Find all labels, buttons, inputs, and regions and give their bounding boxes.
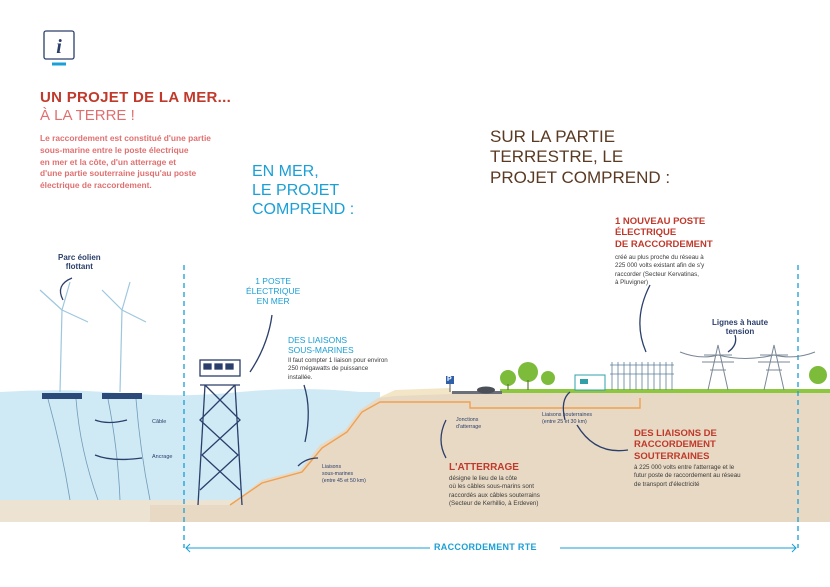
mer-heading-line: LE PROJET — [252, 181, 340, 199]
liaisons-sm-small-line: sous-marines — [322, 470, 354, 477]
liaisons-sm-title-line: SOUS-MARINES — [288, 345, 354, 356]
intro-text: Le raccordement est constitué d'une part… — [40, 133, 211, 192]
nouveau-poste-text-line: à Pluvigner) — [615, 279, 649, 287]
liaisons-sm-small-line: (entre 45 et 50 km) — [322, 477, 366, 484]
liaisons-sm-small: Liaisons sous-marines (entre 45 et 50 km… — [322, 464, 366, 484]
poste-mer-line: 1 POSTE — [255, 276, 292, 286]
ancrage-label: Ancrage — [152, 454, 173, 460]
mooring-lines — [47, 398, 151, 501]
lignes-line: Lignes à haute — [712, 318, 769, 327]
mer-heading-line: EN MER, — [252, 163, 319, 180]
liaisons-sm-text-line: installée. — [288, 373, 313, 381]
dashed-frame — [183, 265, 799, 548]
lignes-line: tension — [725, 327, 755, 337]
offshore-substation — [197, 359, 243, 506]
terre-heading-line: TERRESTRE, LE — [490, 147, 624, 167]
liaisons-sm-title: DES LIAISONS SOUS-MARINES — [288, 335, 354, 355]
atterrage-text-line: (Secteur de Kerhillio, à Erdeven) — [449, 500, 539, 508]
submarine-cable — [229, 398, 641, 506]
liaisons-sout-small-line: (entre 25 et 30 km) — [542, 418, 587, 425]
terre-heading-line: PROJET COMPREND : — [490, 167, 671, 187]
parc-label-line: Parc éolien — [58, 253, 101, 262]
atterrage-title: L'ATTERRAGE — [449, 462, 519, 473]
intro-text-line: Le raccordement est constitué d'une part… — [40, 133, 211, 143]
info-icon: i — [43, 30, 75, 66]
liaisons-sm-title-line: DES LIAISONS — [288, 335, 348, 345]
intro-text-line: en mer et la côte, d'un atterrage et — [40, 156, 177, 167]
liaisons-rac-text-line: à 225 000 volts entre l'atterrage et le — [634, 464, 735, 471]
liaisons-rac-title-line: RACCORDEMENT — [634, 439, 716, 451]
nouveau-poste-text-line: créé au plus proche du réseau à — [615, 254, 704, 261]
liaisons-rac-title-line: DES LIAISONS DE — [634, 428, 717, 439]
nouveau-poste-title-line: ÉLECTRIQUE — [615, 227, 677, 239]
poste-mer-line: EN MER — [256, 296, 290, 307]
liaisons-sout-small: Liaisons souterraines (entre 25 et 30 km… — [542, 412, 592, 426]
pointer-arrows — [59, 277, 737, 467]
svg-text:i: i — [56, 36, 62, 58]
substation-equipment — [610, 362, 674, 390]
footer-label: RACCORDEMENT RTE — [434, 542, 537, 552]
liaisons-rac-text-line: futur poste de raccordement au réseau — [634, 472, 741, 480]
pylons — [679, 344, 816, 391]
atterrage-text: désigne le lieu de la côte où les câbles… — [449, 475, 540, 508]
liaisons-sout-small-line: Liaisons souterraines — [542, 412, 593, 418]
road — [452, 391, 502, 394]
terre-heading: SUR LA PARTIE TERRESTRE, LE PROJET COMPR… — [490, 127, 670, 188]
parking-sign: P — [447, 376, 452, 383]
liaisons-rac-title-line: SOUTERRAINES — [634, 450, 710, 462]
parc-label: Parc éolien flottant — [58, 253, 101, 272]
terre-heading-line: SUR LA PARTIE — [490, 127, 616, 146]
parking-sign-post — [446, 376, 454, 384]
liaisons-rac-text: à 225 000 volts entre l'atterrage et le … — [634, 464, 741, 489]
jonctions-line: d'atterrage — [456, 423, 482, 430]
nouveau-poste-text-line: 225 000 volts existant afin de s'y — [615, 262, 705, 270]
nouveau-poste-text: créé au plus proche du réseau à 225 000 … — [615, 254, 704, 287]
nouveau-poste-title-line: DE RACCORDEMENT — [615, 238, 713, 250]
car — [477, 386, 495, 394]
liaisons-sm-text: Il faut compter 1 liaison pour environ 2… — [288, 357, 388, 382]
liaisons-sm-small-line: Liaisons — [322, 464, 342, 470]
seabed-land — [150, 392, 830, 522]
intro-text-line: d'une partie souterraine jusqu'au poste — [40, 168, 197, 179]
intro-text-line: électrique de raccordement. — [40, 180, 152, 191]
nouveau-poste-title: 1 NOUVEAU POSTE ÉLECTRIQUE DE RACCORDEME… — [615, 216, 713, 250]
atterrage-text-line: désigne le lieu de la côte — [449, 475, 518, 482]
liaisons-sm-text-line: Il faut compter 1 liaison pour environ — [288, 357, 388, 364]
grass-strip — [500, 389, 830, 393]
lignes-label: Lignes à haute tension — [712, 318, 768, 337]
parc-label-line: flottant — [65, 262, 93, 272]
cable-label: Câble — [152, 419, 167, 425]
poste-mer-label: 1 POSTE ÉLECTRIQUE EN MER — [246, 276, 300, 306]
substation-building — [574, 374, 606, 391]
atterrage-text-line: où les câbles sous-marins sont — [449, 483, 534, 491]
nouveau-poste-text-line: raccorder (Secteur Kervatinas, — [615, 270, 699, 278]
jonctions-line: Jonctions — [456, 417, 479, 423]
mer-heading-line: COMPREND : — [252, 200, 355, 218]
liaisons-sm-text-line: 250 mégawatts de puissance — [288, 365, 369, 373]
intro-text-line: sous-marine entre le poste électrique — [40, 144, 189, 155]
jonctions-label: Jonctions d'atterrage — [456, 417, 481, 431]
wind-turbines — [39, 281, 147, 399]
atterrage-text-line: raccordés aux câbles souterrains — [449, 491, 540, 499]
liaisons-rac-title: DES LIAISONS DE RACCORDEMENT SOUTERRAINE… — [634, 428, 717, 462]
trees — [500, 362, 827, 386]
poste-mer-line: ÉLECTRIQUE — [246, 286, 301, 297]
nouveau-poste-title-line: 1 NOUVEAU POSTE — [615, 216, 706, 227]
intro-title-line2: À LA TERRE ! — [40, 107, 135, 124]
intro-title-line1: UN PROJET DE LA MER... — [40, 89, 232, 106]
bracket-line — [185, 543, 797, 553]
mer-heading: EN MER, LE PROJET COMPREND : — [252, 163, 354, 220]
beach — [378, 388, 452, 398]
liaisons-rac-text-line: de transport d'électricité — [634, 480, 700, 488]
